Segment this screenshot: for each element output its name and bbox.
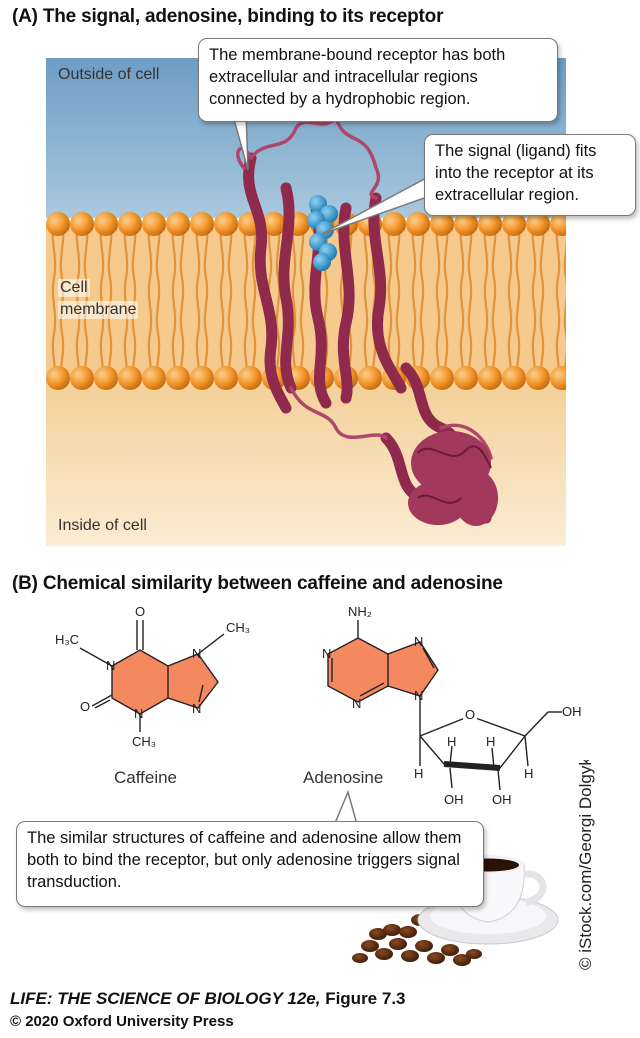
adenosine-ligand (307, 195, 338, 271)
lipid-head (406, 212, 430, 236)
lipid-head (478, 212, 502, 236)
lipid-head (70, 366, 94, 390)
lipid-head (214, 212, 238, 236)
lipid-head (70, 212, 94, 236)
lipid-head (118, 212, 142, 236)
lipid-head (262, 212, 286, 236)
caffeine-atom-o-top: O (135, 604, 145, 619)
caffeine-methyl-left: H₃C (55, 632, 79, 647)
lipid-head (166, 366, 190, 390)
outside-of-cell-label: Outside of cell (58, 66, 160, 83)
ligand-callout: The signal (ligand) fits into the recept… (424, 134, 636, 216)
lipid-head (502, 366, 526, 390)
adenosine-atom-o-ring: O (465, 707, 475, 722)
adenosine-oh-1: OH (444, 792, 464, 807)
lipid-head (46, 212, 70, 236)
adenosine-name: Adenosine (303, 768, 384, 787)
lipid-head (142, 212, 166, 236)
adenosine-h-3: H (414, 766, 423, 781)
cell-membrane-label-line2: membrane (58, 301, 139, 319)
adenosine-atom-n1: N (322, 646, 331, 661)
adenosine-structure: O NH₂ N N N N OH OH OH H H H H (322, 604, 582, 807)
caffeine-structure: O O N N N N H₃C CH₃ CH₃ (55, 604, 250, 749)
lipid-head (526, 366, 550, 390)
lipid-head (382, 212, 406, 236)
adenosine-atom-n3: N (352, 696, 361, 711)
lipid-head (166, 212, 190, 236)
receptor-callout: The membrane-bound receptor has both ext… (198, 38, 558, 122)
photo-credit: © iStock.com/Georgi Dolgykh (576, 760, 595, 970)
adenosine-atom-n7: N (414, 634, 423, 649)
adenosine-nh2: NH₂ (348, 604, 372, 619)
book-credit: LIFE: THE SCIENCE OF BIOLOGY 12e, Figure… (10, 989, 406, 1009)
adenosine-oh-top: OH (562, 704, 582, 719)
caffeine-methyl-bottom: CH₃ (132, 734, 156, 749)
figure-number: Figure 7.3 (320, 989, 406, 1008)
caffeine-atom-n3: N (134, 706, 143, 721)
lipid-head (190, 366, 214, 390)
adenosine-oh-2: OH (492, 792, 512, 807)
lipid-head (214, 366, 238, 390)
caffeine-atom-n9: N (192, 701, 201, 716)
caffeine-methyl-right: CH₃ (226, 620, 250, 635)
panel-a-title: (A) The signal, adenosine, binding to it… (12, 6, 444, 27)
adenosine-h-2: H (486, 734, 495, 749)
lipid-head (46, 366, 70, 390)
inside-of-cell-label: Inside of cell (58, 517, 147, 534)
lipid-head (430, 366, 454, 390)
lipid-head (526, 212, 550, 236)
photo-credit-text: © iStock.com/Georgi Dolgykh (576, 760, 595, 970)
lipid-head (550, 212, 566, 236)
lipid-head (118, 366, 142, 390)
panel-b-title: (B) Chemical similarity between caffeine… (12, 573, 503, 594)
lipid-head (142, 366, 166, 390)
lipid-head (430, 212, 454, 236)
caffeine-name: Caffeine (114, 768, 178, 787)
lipid-head (502, 212, 526, 236)
lipid-head (454, 212, 478, 236)
similarity-callout: The similar structures of caffeine and a… (16, 821, 484, 907)
copyright: © 2020 Oxford University Press (10, 1013, 234, 1030)
lipid-head (358, 366, 382, 390)
lipid-head (550, 366, 566, 390)
adenosine-atom-n9: N (414, 688, 423, 703)
lipid-head (94, 366, 118, 390)
cell-membrane-label-line1: Cell (58, 279, 90, 297)
lipid-head (190, 212, 214, 236)
lipid-head (478, 366, 502, 390)
lipid-head (238, 366, 262, 390)
caffeine-atom-o-left: O (80, 699, 90, 714)
lipid-head (94, 212, 118, 236)
adenosine-h-4: H (524, 766, 533, 781)
caffeine-atom-n1: N (106, 658, 115, 673)
chemical-structures: O O N N N N H₃C CH₃ CH₃ (55, 604, 582, 807)
adenosine-h-1: H (447, 734, 456, 749)
caffeine-atom-n7: N (192, 646, 201, 661)
book-title: LIFE: THE SCIENCE OF BIOLOGY 12e, (10, 989, 321, 1008)
coffee-cup-image (352, 855, 559, 966)
lipid-head (454, 366, 478, 390)
